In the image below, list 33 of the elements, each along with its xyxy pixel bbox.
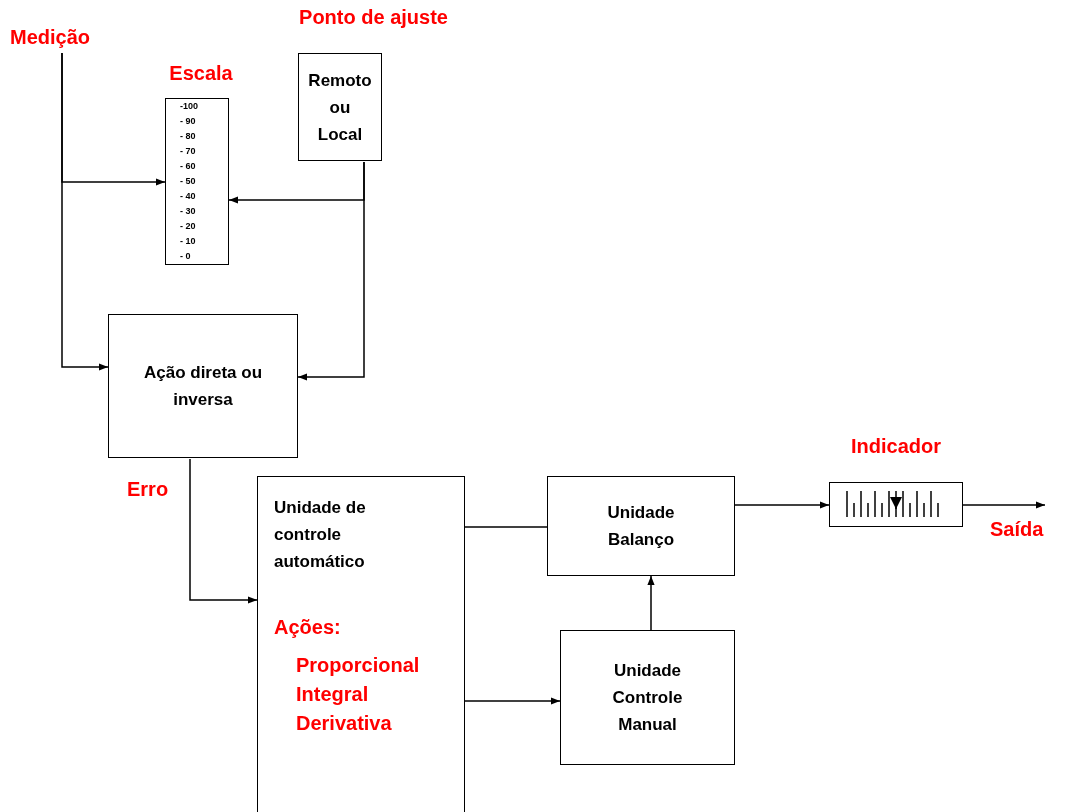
box-text: Unidade Controle Manual (611, 660, 684, 736)
arrow (61, 52, 109, 371)
heading-text: Ações: (274, 615, 341, 640)
controller-box (257, 476, 465, 812)
list-text: Proporcional Integral Derivativa (296, 653, 421, 736)
heading-label: Ponto de ajuste (298, 6, 449, 29)
box-text: Ação direta ou inversa (142, 362, 264, 411)
box-text: Unidade de controle automático (274, 497, 367, 573)
scale-number: - 70 (180, 145, 196, 158)
scale-number: - 0 (180, 250, 191, 263)
arrow (189, 458, 258, 604)
process-box (560, 630, 735, 765)
arrow (297, 161, 365, 381)
box-text: Unidade Balanço (606, 502, 676, 551)
arrow (962, 501, 1046, 509)
scale-number: - 20 (180, 220, 196, 233)
arrow (464, 697, 561, 705)
arrow (734, 501, 830, 509)
arrow (647, 575, 655, 631)
scale-number: - 50 (180, 175, 196, 188)
scale-number: - 90 (180, 115, 196, 128)
scale-number: - 30 (180, 205, 196, 218)
scale-number: - 10 (180, 235, 196, 248)
input-label: Medição (10, 26, 120, 52)
heading-label: Indicador (850, 435, 942, 458)
scale-number: -100 (180, 100, 198, 113)
scale-number: - 60 (180, 160, 196, 173)
process-box (547, 476, 735, 576)
heading-label: Escala (168, 62, 234, 85)
scale-number: - 80 (180, 130, 196, 143)
box-text: Remoto ou Local (308, 69, 372, 146)
process-box (108, 314, 298, 458)
scale-number: - 40 (180, 190, 196, 203)
